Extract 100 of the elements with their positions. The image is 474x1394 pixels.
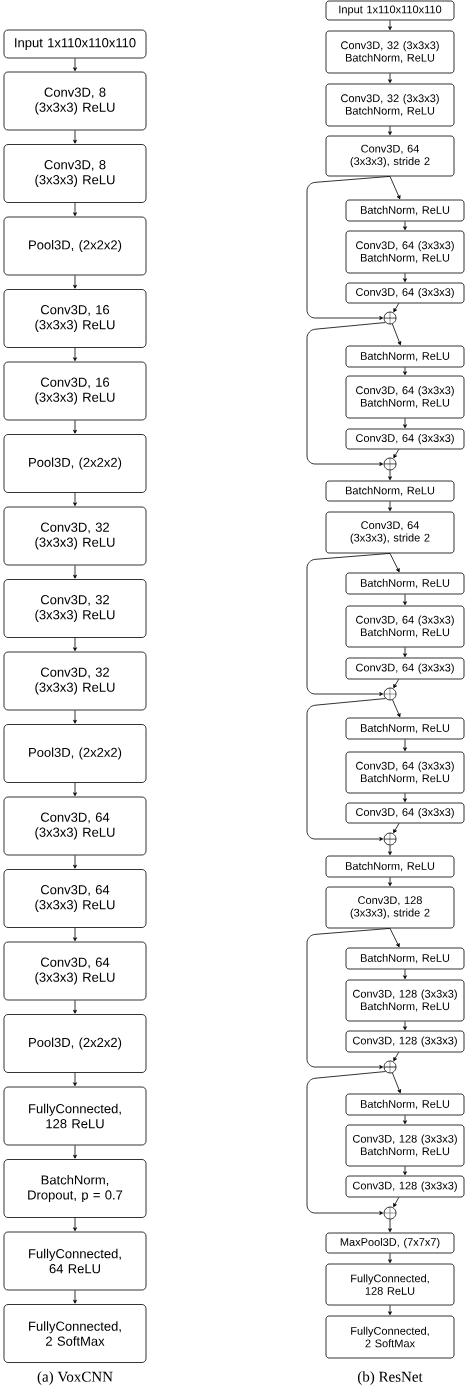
arrow <box>388 20 392 31</box>
layer-box: Input 1x110x110x110 <box>3 29 147 59</box>
layer-box: Conv3D, 16 (3x3x3) ReLU <box>3 361 147 421</box>
layer-box: Conv3D, 64 (3x3x3) BatchNorm, ReLU <box>345 751 465 794</box>
sum-node <box>383 457 397 471</box>
arrow <box>403 793 407 803</box>
skip-connection-arrow <box>306 322 386 466</box>
arrow <box>73 637 77 652</box>
arrow <box>403 594 407 606</box>
layer-box: Conv3D, 16 (3x3x3) ReLU <box>3 289 147 348</box>
layer-box: Conv3D, 32 (3x3x3) BatchNorm, ReLU <box>325 30 455 74</box>
arrow <box>403 1166 407 1176</box>
arrow <box>73 1217 77 1232</box>
arrow <box>388 877 392 887</box>
arrow <box>393 679 399 689</box>
skip-connection-arrow <box>306 1071 386 1215</box>
arrow <box>388 1253 392 1264</box>
arrow <box>403 221 407 231</box>
layer-box: Conv3D, 64 (3x3x3) <box>345 802 465 824</box>
arrow <box>393 1197 400 1208</box>
layer-box: Conv3D, 64 (3x3x3) BatchNorm, ReLU <box>345 605 465 648</box>
layer-box: FullyConnected, 2 SoftMax <box>325 1315 455 1359</box>
layer-box: Conv3D, 64 (3x3x3) ReLU <box>3 796 147 856</box>
arrow <box>403 1021 407 1031</box>
layer-box: Conv3D, 128 (3x3x3), stride 2 <box>325 886 455 929</box>
arrow <box>388 73 392 84</box>
arrow <box>403 1115 407 1125</box>
layer-box: MaxPool3D, (7x7x7) <box>325 1232 455 1254</box>
layer-box: Conv3D, 64 (3x3x3), stride 2 <box>325 135 455 177</box>
arrow <box>393 449 400 459</box>
arrow <box>389 928 400 948</box>
arrow <box>73 347 77 362</box>
layer-box: BatchNorm, ReLU <box>345 717 465 740</box>
layer-box: Conv3D, 64 (3x3x3) <box>345 657 465 680</box>
arrow <box>73 492 77 507</box>
sum-node <box>383 1060 397 1074</box>
layer-box: FullyConnected, 64 ReLU <box>3 1231 147 1291</box>
layer-box: Input 1x110x110x110 <box>325 0 455 21</box>
arrow <box>73 1000 77 1014</box>
arrow <box>73 855 77 869</box>
arrow <box>73 1072 77 1087</box>
layer-box: BatchNorm, ReLU <box>325 480 455 502</box>
layer-box: BatchNorm, ReLU <box>345 947 465 970</box>
arrow <box>391 323 402 346</box>
layer-box: Conv3D, 128 (3x3x3) BatchNorm, ReLU <box>345 979 465 1022</box>
layer-box: FullyConnected, 2 SoftMax <box>3 1304 147 1363</box>
arrow <box>403 969 407 980</box>
arrow <box>73 202 77 217</box>
layer-box: Conv3D, 8 (3x3x3) ReLU <box>3 71 147 131</box>
layer-box: Conv3D, 64 (3x3x3) <box>345 428 465 450</box>
arrow <box>73 782 77 797</box>
layer-box: Conv3D, 32 (3x3x3) BatchNorm, ReLU <box>325 83 455 127</box>
layer-box: Pool3D, (2x2x2) <box>3 216 147 276</box>
layer-box: Conv3D, 32 (3x3x3) ReLU <box>3 506 147 566</box>
arrow <box>388 470 392 481</box>
layer-box: BatchNorm, ReLU <box>345 345 465 368</box>
layer-box: Conv3D, 64 (3x3x3) BatchNorm, ReLU <box>345 375 465 419</box>
arrow <box>403 739 407 752</box>
layer-box: Conv3D, 128 (3x3x3) <box>345 1030 465 1053</box>
skip-connection-arrow <box>306 553 391 696</box>
skip-connection-arrow <box>306 176 391 320</box>
arrow <box>392 699 401 718</box>
arrow <box>389 553 400 573</box>
layer-box: Conv3D, 64 (3x3x3) <box>345 282 465 304</box>
layer-box: Conv3D, 128 (3x3x3) BatchNorm, ReLU <box>345 1124 465 1167</box>
arrow <box>403 418 407 429</box>
arrow <box>403 647 407 658</box>
skip-connection-arrow <box>306 698 386 841</box>
arrow <box>73 420 77 434</box>
arrow <box>393 1052 399 1062</box>
layer-box: Conv3D, 64 (3x3x3), stride 2 <box>325 511 455 554</box>
layer-box: Conv3D, 64 (3x3x3) ReLU <box>3 869 147 928</box>
arrow <box>388 845 392 856</box>
arrow <box>73 927 77 942</box>
layer-box: Conv3D, 128 (3x3x3) <box>345 1175 465 1198</box>
arrow <box>403 273 407 283</box>
arrow <box>388 501 392 512</box>
sum-node <box>383 1206 397 1220</box>
layer-box: Conv3D, 64 (3x3x3) ReLU <box>3 941 147 1001</box>
layer-box: Conv3D, 8 (3x3x3) ReLU <box>3 144 147 203</box>
layer-box: Pool3D, (2x2x2) <box>3 724 147 783</box>
layer-box: BatchNorm, ReLU <box>345 572 465 595</box>
layer-box: FullyConnected, 128 ReLU <box>3 1086 147 1146</box>
arrow <box>73 1145 77 1159</box>
sum-node <box>383 311 397 325</box>
layer-box: BatchNorm, Dropout, p = 0.7 <box>3 1159 147 1218</box>
arrow <box>73 58 77 72</box>
arrow <box>73 130 77 144</box>
layer-box: Pool3D, (2x2x2) <box>3 1014 147 1073</box>
layer-box: Conv3D, 32 (3x3x3) ReLU <box>3 579 147 638</box>
arrow <box>403 367 407 376</box>
arrow <box>73 1290 77 1304</box>
arrow <box>392 1072 401 1094</box>
sum-node <box>383 687 397 701</box>
arrow <box>393 823 400 834</box>
layer-box: BatchNorm, ReLU <box>345 199 465 222</box>
layer-box: Conv3D, 32 (3x3x3) ReLU <box>3 651 147 711</box>
arrow <box>73 710 77 724</box>
sum-node <box>383 832 397 846</box>
arrow <box>388 1219 392 1233</box>
